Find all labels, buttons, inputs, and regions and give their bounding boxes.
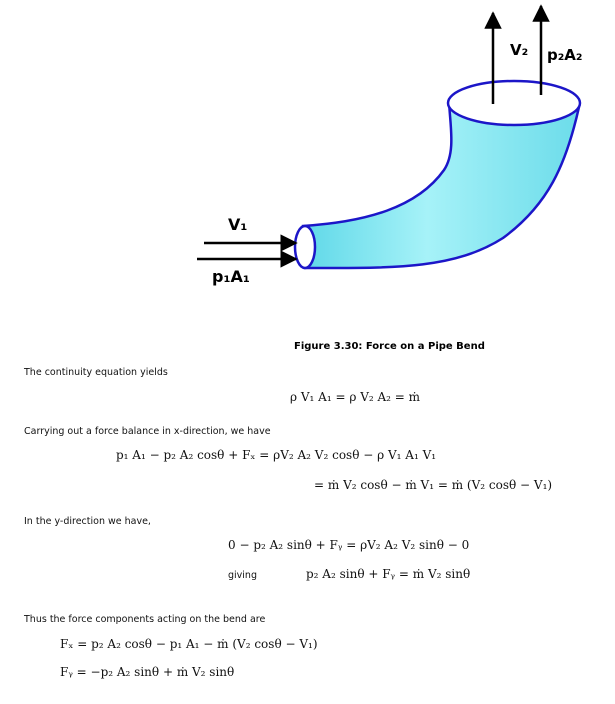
x-balance-line2: = ṁ V₂ cosθ − ṁ V₁ = ṁ (V₂ cosθ − V₁) [314,478,553,492]
pipe-bend-figure: V₁ p₁A₁ V₂ p₂A₂ [197,4,583,286]
pipe-outlet [446,79,582,127]
figure-caption: Figure 3.30: Force on a Pipe Bend [294,341,485,352]
pipe-inlet [293,224,317,270]
continuity-equation: ρ V₁ A₁ = ρ V₂ A₂ = ṁ [290,390,421,404]
v2-label: V₂ [510,41,528,59]
components-intro: Thus the force components acting on the … [24,614,266,625]
y-balance-equation: 0 − p₂ A₂ sinθ + Fᵧ = ρV₂ A₂ V₂ sinθ − 0 [228,538,470,552]
v1-label: V₁ [228,215,247,234]
giving-label: giving [228,570,257,581]
x-balance-line1: p₁ A₁ − p₂ A₂ cosθ + Fₓ = ρV₂ A₂ V₂ cosθ… [116,448,437,462]
fx-equation: Fₓ = p₂ A₂ cosθ − p₁ A₁ − ṁ (V₂ cosθ − V… [60,637,318,651]
force-balance-intro: Carrying out a force balance in x-direct… [24,426,271,437]
y-result-equation: p₂ A₂ sinθ + Fᵧ = ṁ V₂ sinθ [306,567,471,581]
continuity-intro: The continuity equation yields [24,367,168,378]
pipe-body [301,99,581,270]
p1a1-label: p₁A₁ [212,267,250,286]
y-direction-intro: In the y-direction we have, [24,516,151,527]
fy-equation: Fᵧ = −p₂ A₂ sinθ + ṁ V₂ sinθ [60,665,235,679]
p2a2-label: p₂A₂ [547,46,583,64]
